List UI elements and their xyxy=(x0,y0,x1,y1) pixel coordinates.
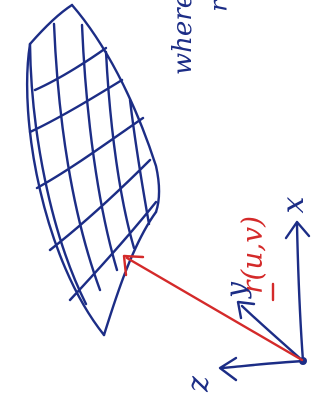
parametric-surface xyxy=(25,3,161,337)
note-text: where xyxy=(168,0,198,75)
surface-edge-left xyxy=(28,3,74,46)
note-partial: r xyxy=(205,0,233,12)
axis-y-label: y xyxy=(220,281,253,300)
axis-z-label: z xyxy=(181,376,216,393)
axis-x-arrowhead xyxy=(284,220,311,240)
position-vector-label: r(u,v) xyxy=(236,216,269,294)
axis-z-arrowhead xyxy=(218,356,238,382)
surface-u-line-3 xyxy=(35,116,145,190)
position-vector-arrowhead xyxy=(122,254,145,277)
position-vector xyxy=(122,254,304,362)
position-vector-line xyxy=(125,256,304,362)
surface-v-line-3 xyxy=(80,23,119,272)
surface-edge-bottom xyxy=(25,42,106,337)
surface-v-line-4 xyxy=(104,50,136,250)
axis-x-label: x xyxy=(276,196,311,213)
surface-u-line-2 xyxy=(28,78,124,134)
axis-z-line xyxy=(220,359,305,370)
surface-v-line-1 xyxy=(28,42,88,306)
surface-v-line-2 xyxy=(52,22,102,292)
axis-y-arrowhead xyxy=(236,300,256,320)
axis-x-line xyxy=(295,223,305,363)
surface-edge-top xyxy=(70,3,161,214)
surface-u-line-1 xyxy=(33,46,108,92)
surface-v-line-5 xyxy=(128,98,151,226)
